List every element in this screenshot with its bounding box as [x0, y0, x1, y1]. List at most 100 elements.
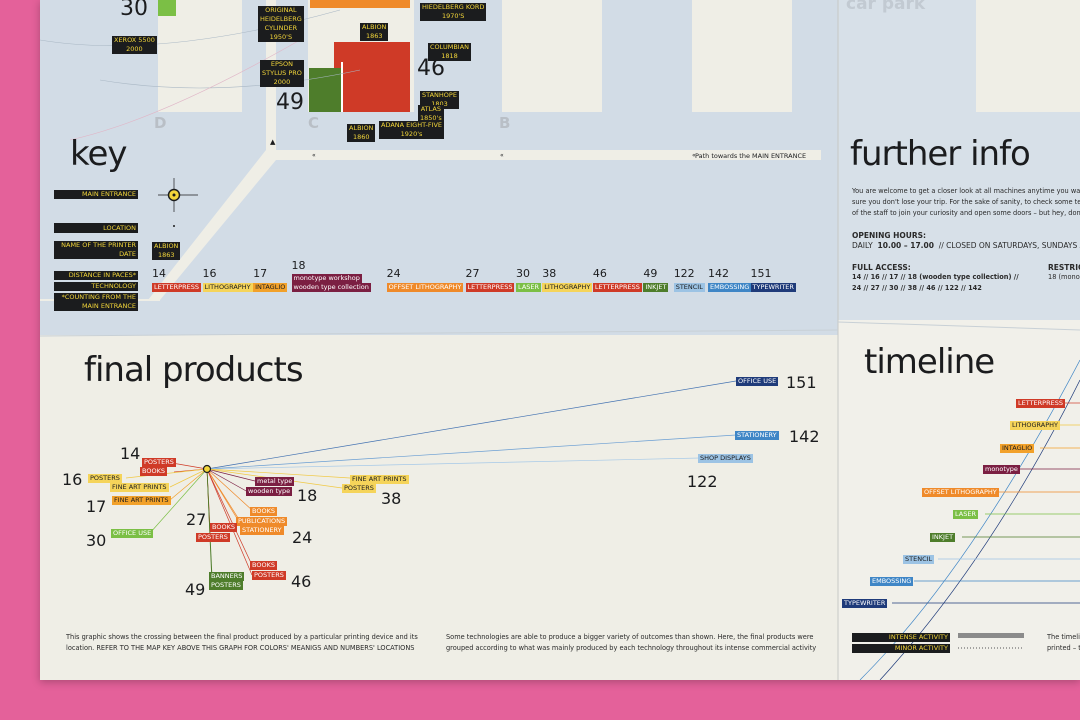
- product-number: 16: [62, 470, 83, 489]
- key-extra-tag: monotype workshop: [291, 274, 362, 283]
- key-technology-tag: STENCIL: [673, 283, 705, 292]
- key-distance: 122: [673, 267, 695, 280]
- key-technology-tag: wooden type collection: [291, 283, 371, 292]
- product-tag: FINE ART PRINTS: [350, 475, 409, 484]
- key-label-technology: TECHNOLOGY: [54, 282, 138, 291]
- key-technology-tag: LASER: [516, 283, 542, 292]
- full-access-line-2: 24 // 27 // 30 // 38 // 46 // 122 // 142: [852, 284, 982, 292]
- hours-label: OPENING HOURS:: [852, 231, 927, 240]
- key-distance: 46: [592, 267, 607, 280]
- key-label-main-entrance: MAIN ENTRANCE: [54, 190, 138, 199]
- timeline-tag: OFFSET LITHOGRAPHY: [922, 488, 999, 497]
- product-tag: POSTERS: [142, 458, 176, 467]
- timeline-tag: EMBOSSING: [870, 577, 914, 586]
- product-number: 122: [687, 472, 718, 491]
- building-d: [158, 0, 242, 112]
- path-label: Path towards the MAIN ENTRANCE: [695, 152, 807, 160]
- product-number: 30: [86, 531, 107, 550]
- product-tag: metal type: [255, 477, 295, 486]
- timeline-note-1: The timeli: [1047, 633, 1080, 641]
- legend-minor: MINOR ACTIVITY: [852, 644, 950, 653]
- key-technology-tag: LITHOGRAPHY: [202, 283, 253, 292]
- product-number: 27: [186, 510, 207, 529]
- key-technology-tag: LETTERPRESS: [592, 283, 642, 292]
- product-tag: POSTERS: [209, 581, 243, 590]
- timeline-tag: TYPEWRITER: [842, 599, 888, 608]
- product-tag: FINE ART PRINTS: [112, 496, 171, 505]
- key-distance: 49: [643, 267, 658, 280]
- product-tag: POSTERS: [252, 571, 286, 580]
- poster-graphics: [40, 0, 1080, 680]
- building-label-c: C: [308, 114, 320, 132]
- key-distance: 14: [152, 267, 166, 280]
- info-line-2: sure you don't lose your trip. For the s…: [852, 198, 1080, 206]
- product-number: 17: [86, 497, 107, 516]
- key-distance: 151: [750, 267, 772, 280]
- product-tag: BOOKS: [250, 507, 277, 516]
- key-distance: 17: [253, 267, 268, 280]
- product-number: 18: [297, 486, 318, 505]
- key-distance: 30: [516, 267, 531, 280]
- product-tag: BANNERS: [209, 572, 245, 581]
- full-access-line-1: 14 // 16 // 17 // 18 (wooden type collec…: [852, 273, 1019, 281]
- info-title: further info: [850, 134, 1031, 174]
- product-number: 24: [292, 528, 313, 547]
- full-access-label: FULL ACCESS:: [852, 263, 911, 272]
- timeline-title: timeline: [864, 342, 995, 382]
- restricted-value: 18 (mono: [1048, 273, 1080, 281]
- product-connections: [125, 380, 737, 586]
- info-line-1: You are welcome to get a closer look at …: [852, 187, 1080, 195]
- product-number: 38: [381, 489, 402, 508]
- building-a: [692, 0, 792, 112]
- caption-right-1: Some technologies are able to produce a …: [446, 633, 814, 641]
- product-number: 142: [789, 427, 820, 446]
- hours-value: DAILY 10.00 – 17.00 // CLOSED ON SATURDA…: [852, 241, 1080, 250]
- product-tag: BOOKS: [210, 523, 237, 532]
- key-technology-tag: INTAGLIO: [253, 283, 288, 292]
- key-technology-tag: LITHOGRAPHY: [542, 283, 593, 292]
- building-label-d: D: [154, 114, 167, 132]
- product-tag: PUBLICATIONS: [236, 517, 288, 526]
- key-title: key: [70, 134, 128, 174]
- arrow-left-icon: «: [312, 152, 316, 159]
- key-distance: 18: [291, 259, 306, 272]
- product-number: 49: [185, 580, 206, 599]
- legend-intense: INTENSE ACTIVITY: [852, 633, 950, 642]
- key-technology-tag: INKJET: [643, 283, 669, 292]
- product-tag: POSTERS: [88, 474, 122, 483]
- key-distance: 38: [542, 267, 557, 280]
- arrow-up-icon: ▲: [270, 138, 276, 146]
- product-tag: SHOP DISPLAYS: [698, 454, 753, 463]
- caption-left-2: location. REFER TO THE MAP KEY ABOVE THI…: [66, 644, 415, 652]
- intense-swatch: [958, 633, 1024, 638]
- product-tag: POSTERS: [196, 533, 230, 542]
- timeline-tag: LASER: [953, 510, 978, 519]
- product-number: 46: [291, 572, 312, 591]
- car-park-label: car park: [846, 0, 926, 14]
- map-number-49: 49: [276, 90, 304, 115]
- timeline-tag: INTAGLIO: [1000, 444, 1035, 453]
- arrow-left-icon: «: [500, 152, 504, 159]
- product-tag: OFFICE USE: [736, 377, 779, 386]
- product-tag: BOOKS: [250, 561, 277, 570]
- building-b: [502, 0, 602, 112]
- poster: car park 30 46 49 D C B Path towards the…: [40, 0, 1080, 680]
- key-label-location: LOCATION: [54, 223, 138, 233]
- key-distance: 27: [465, 267, 480, 280]
- key-technology-tag: OFFSET LITHOGRAPHY: [386, 283, 464, 292]
- products-area: [40, 335, 840, 680]
- info-line-3: of the staff to join your curiosity and …: [852, 209, 1080, 217]
- product-number: 14: [120, 444, 141, 463]
- key-distance: 16: [202, 267, 217, 280]
